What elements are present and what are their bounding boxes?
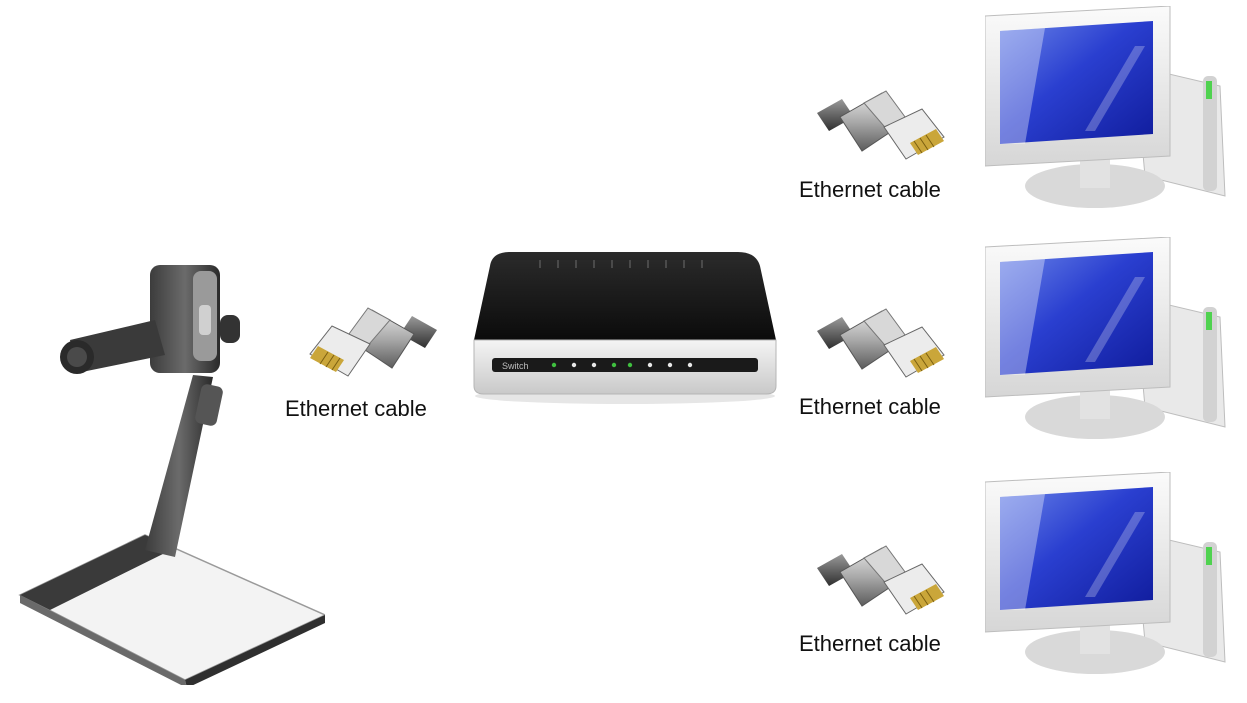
ethernet-plug-icon xyxy=(309,307,438,377)
cable-right-2 xyxy=(810,303,950,383)
cable-right-3-label: Ethernet cable xyxy=(799,631,941,656)
cable-right-1-label: Ethernet cable xyxy=(799,177,941,202)
network-switch: Switch xyxy=(470,248,780,408)
computer-1 xyxy=(985,6,1230,216)
computer-2 xyxy=(985,237,1230,447)
computer-monitor-icon xyxy=(985,237,1226,440)
ethernet-plug-icon xyxy=(816,308,945,378)
cable-left xyxy=(302,302,442,382)
document-camera xyxy=(15,265,325,685)
cable-left-label: Ethernet cable xyxy=(285,396,427,421)
document-camera-icon xyxy=(18,265,325,685)
ethernet-plug-icon xyxy=(816,90,945,160)
network-switch-icon: Switch xyxy=(473,252,777,404)
computer-3 xyxy=(985,472,1230,682)
cable-right-1 xyxy=(810,85,950,165)
switch-label: Switch xyxy=(502,361,529,371)
computer-monitor-icon xyxy=(985,6,1226,209)
cable-right-3 xyxy=(810,540,950,620)
cable-right-2-label: Ethernet cable xyxy=(799,394,941,419)
ethernet-plug-icon xyxy=(816,545,945,615)
computer-monitor-icon xyxy=(985,472,1226,675)
